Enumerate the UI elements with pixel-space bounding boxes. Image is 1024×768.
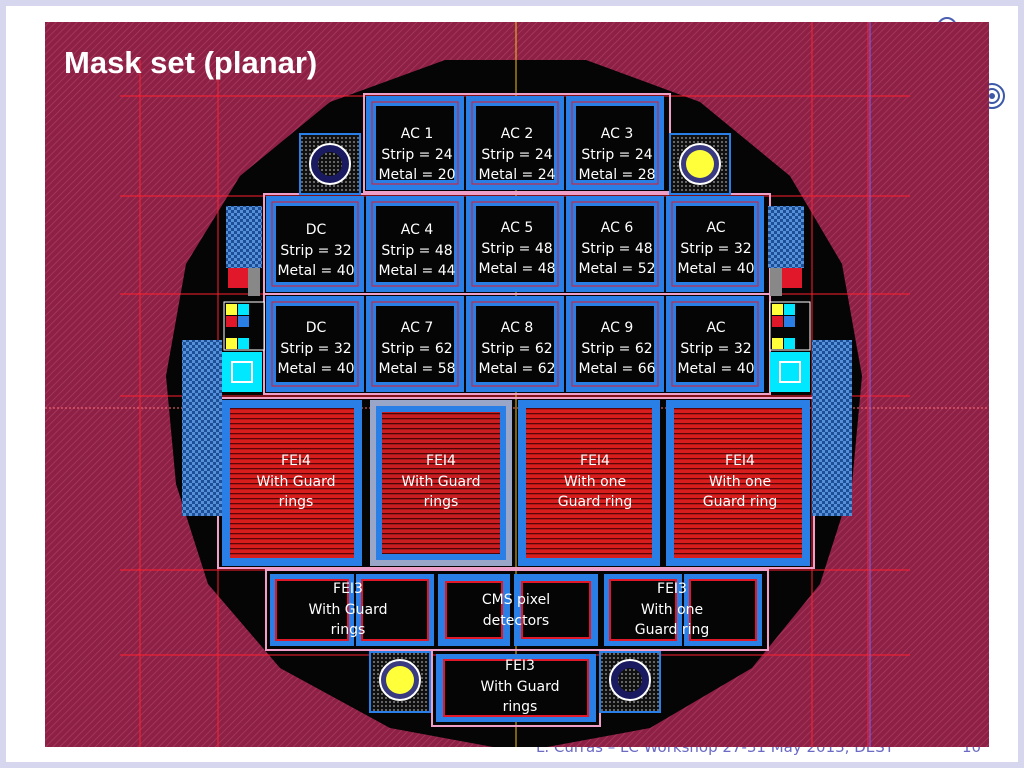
alignment-marks xyxy=(299,133,731,713)
fei4-detectors xyxy=(222,400,810,566)
test-structures-left xyxy=(182,206,265,516)
strip-detectors xyxy=(266,96,764,392)
slide-title: Mask set (planar) xyxy=(64,45,318,80)
test-structures-right xyxy=(768,206,852,516)
mask-layout-image xyxy=(45,22,989,747)
fei3-and-cms-detectors xyxy=(270,574,762,722)
